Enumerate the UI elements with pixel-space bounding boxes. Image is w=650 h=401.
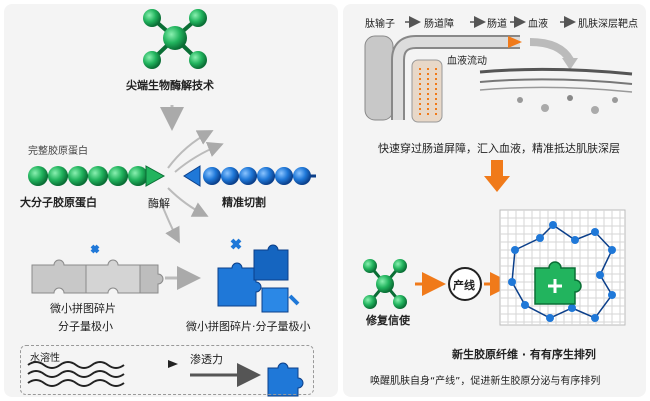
green-collagen-chain <box>28 165 166 187</box>
property-box <box>20 345 314 395</box>
production-circle <box>448 267 482 301</box>
enzyme-label: 酶解 <box>148 197 170 210</box>
blue-puzzle-pieces <box>217 238 300 313</box>
cursor-icon <box>168 360 178 368</box>
flow-step-3: 肠道 <box>487 19 507 30</box>
enzyme-swoosh-arrows <box>159 130 224 244</box>
tech-label: 尖端生物酶解技术 <box>126 79 214 92</box>
water-label: 水溶性 <box>30 353 60 364</box>
green-puzzle-center-icon <box>534 261 582 305</box>
fiber-title: 新生胶原纤维 · 有有序生排列 <box>452 348 596 361</box>
absorb-caption: 快速穿过肠道屏障，汇入血液，精准抵达肌肤深层 <box>378 142 620 155</box>
flow-step-1: 肽输子 <box>365 19 395 30</box>
production-label: 产线 <box>453 279 475 292</box>
precise-cut-label: 精准切割 <box>222 196 266 209</box>
fiber-caption: 唤醒肌肤自身“产线”，促进新生胶原分泌与有序排列 <box>370 376 601 387</box>
permeability-label: 渗透力 <box>190 353 223 366</box>
skin-arrow-head-icon <box>562 58 578 70</box>
water-waves <box>27 361 125 387</box>
fiber-network <box>508 221 616 322</box>
big-protein-label: 大分子胶原蛋白 <box>20 196 97 209</box>
repair-messenger-molecule <box>363 259 407 309</box>
flow-step-5: 肌肤深层靶点 <box>578 19 638 30</box>
flow-step-2: 肠道障 <box>424 19 454 30</box>
repair-label: 修复信使 <box>366 314 410 327</box>
left-panel <box>4 4 338 397</box>
blue-peptide-chain <box>183 165 316 187</box>
blood-flow-arrow-icon <box>508 36 522 48</box>
enzyme-molecule-icon <box>143 9 207 69</box>
skin-direction-arrow <box>529 38 574 63</box>
puzzle-right-label: 微小拼图碎片·分子量极小 <box>186 320 311 333</box>
protein-top-label: 完整胶原蛋白 <box>28 146 88 157</box>
small-molecule-label: 分子量极小 <box>58 320 113 333</box>
intestine-tube <box>364 35 520 123</box>
blood-flow-label: 血液流动 <box>447 56 487 67</box>
small-puzzle-icon <box>267 362 304 397</box>
gray-puzzle-strip <box>31 244 164 294</box>
flow-step-4: 血液 <box>528 19 548 30</box>
orange-down-arrow <box>484 160 510 192</box>
puzzle-small-label: 微小拼图碎片 <box>50 302 116 315</box>
skin-layers <box>479 67 633 114</box>
